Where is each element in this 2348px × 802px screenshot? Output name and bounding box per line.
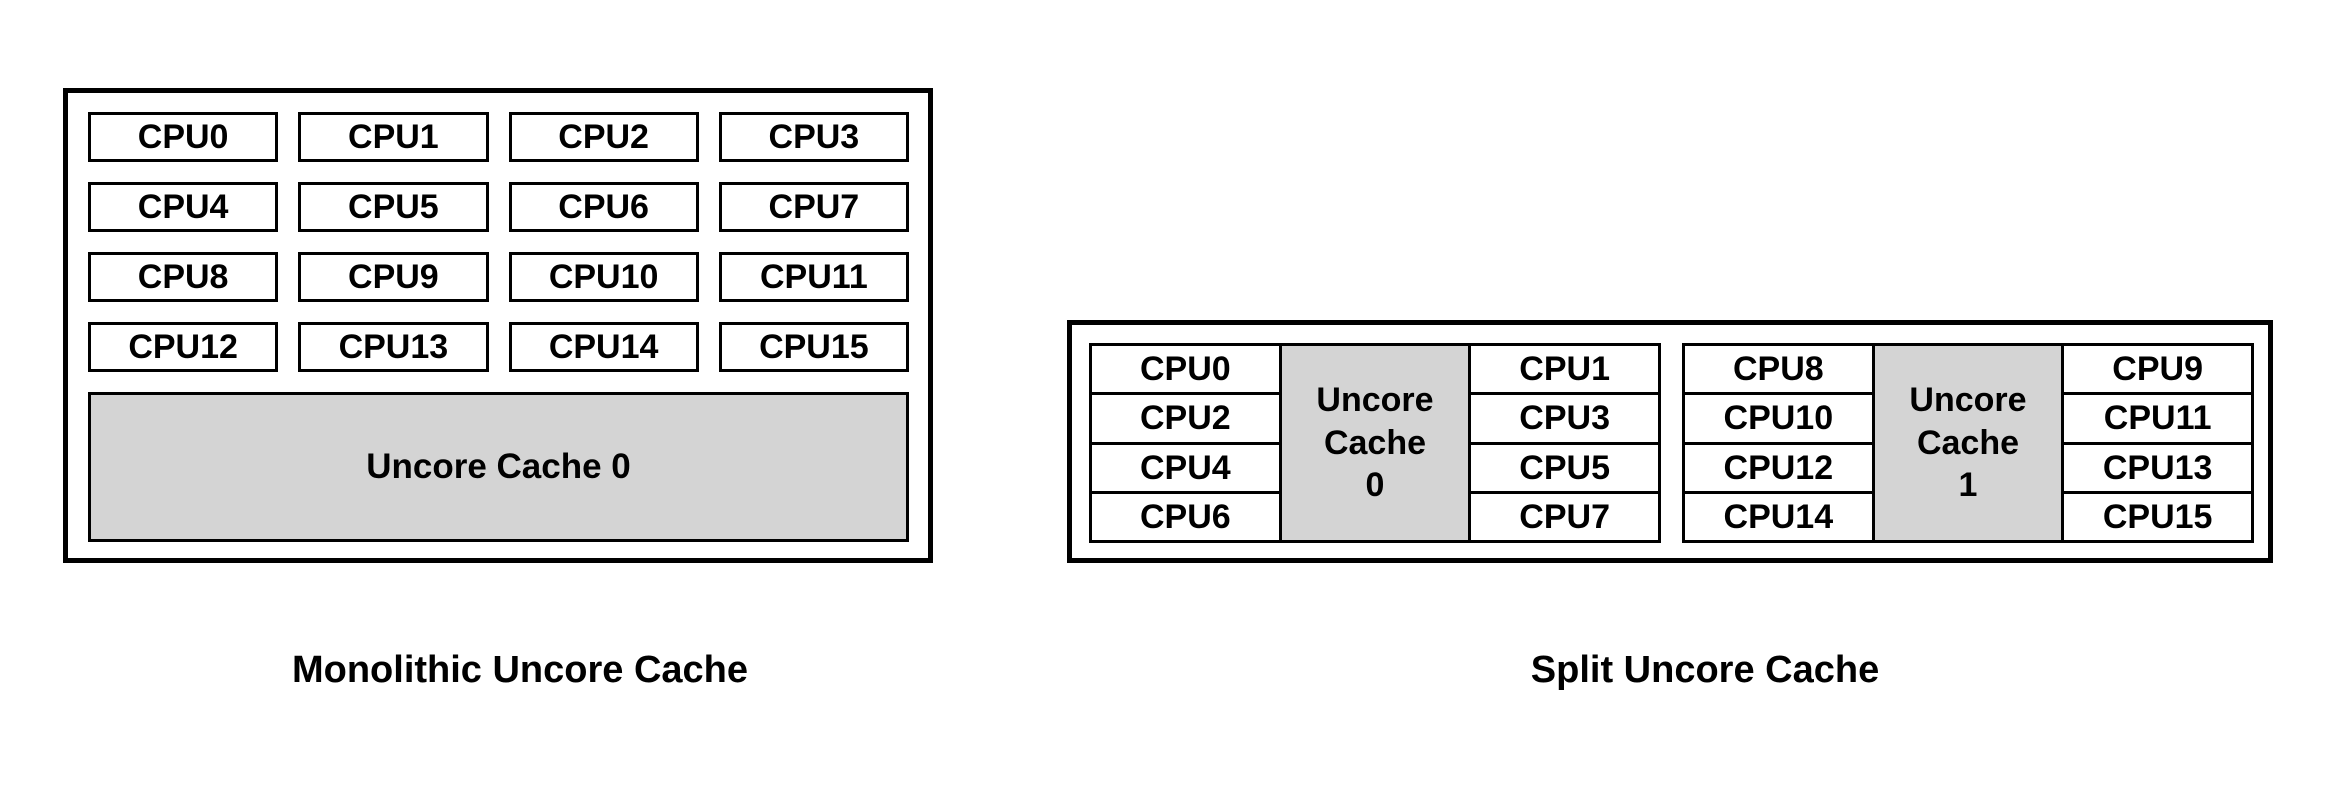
cpu-cell: CPU6 [1089,490,1282,544]
cpu-box: CPU7 [718,182,909,232]
table-row: CPU14 CPU15 [1682,490,2254,544]
uncore-cache-0-box: Uncore Cache 0 [88,392,909,542]
table-row: CPU10 CPU11 [1682,392,2254,445]
cpu-cell: CPU0 [1089,342,1282,396]
cpu-box: CPU12 [88,322,279,372]
cpu-box: CPU6 [508,182,699,232]
cpu-cell: CPU15 [2061,490,2254,544]
cpu-box: CPU14 [508,322,699,372]
cpu-box: CPU5 [298,182,489,232]
cpu-cell: CPU11 [2061,392,2254,445]
caption-monolithic: Monolithic Uncore Cache [291,649,749,691]
cpu-cell: CPU7 [1468,490,1661,544]
cpu-box: CPU8 [88,252,279,302]
cpu-box: CPU10 [508,252,699,302]
cpu-cell: CPU2 [1089,392,1282,445]
cpu-box: CPU3 [718,112,909,162]
cpu-cell: CPU12 [1682,441,1875,494]
cache-label-line: Uncore [1316,381,1434,420]
cpu-cell: CPU4 [1089,441,1282,494]
cpu-box: CPU15 [718,322,909,372]
cpu-box: CPU13 [298,322,489,372]
cpu-box: CPU1 [298,112,489,162]
caption-split: Split Uncore Cache [1530,649,1880,691]
cpu-cell: CPU8 [1682,342,1875,396]
cpu-box: CPU2 [508,112,699,162]
cpu-cell: CPU10 [1682,392,1875,445]
cache-label-line: Uncore [1909,381,2027,420]
cpu-box: CPU0 [88,112,279,162]
cpu-cell: CPU13 [2061,441,2254,494]
cpu-box: CPU11 [718,252,909,302]
cpu-box: CPU4 [88,182,279,232]
cpu-cell: CPU1 [1468,342,1661,396]
table-row: CPU6 CPU7 [1089,490,1661,544]
cache-label-line: 0 [1365,466,1385,505]
cache-label-line: Cache [1323,423,1427,462]
table-row: CPU12 CPU13 [1682,441,2254,494]
table-row: CPU4 CPU5 [1089,441,1661,494]
cpu-cell: CPU5 [1468,441,1661,494]
cpu-cell: CPU3 [1468,392,1661,445]
cache-label-line: Cache [1916,423,2020,462]
cpu-cell: CPU9 [2061,342,2254,396]
cpu-box: CPU9 [298,252,489,302]
table-row: CPU2 CPU3 [1089,392,1661,445]
cpu-cell: CPU14 [1682,490,1875,544]
cache-label-line: 1 [1958,466,1978,505]
